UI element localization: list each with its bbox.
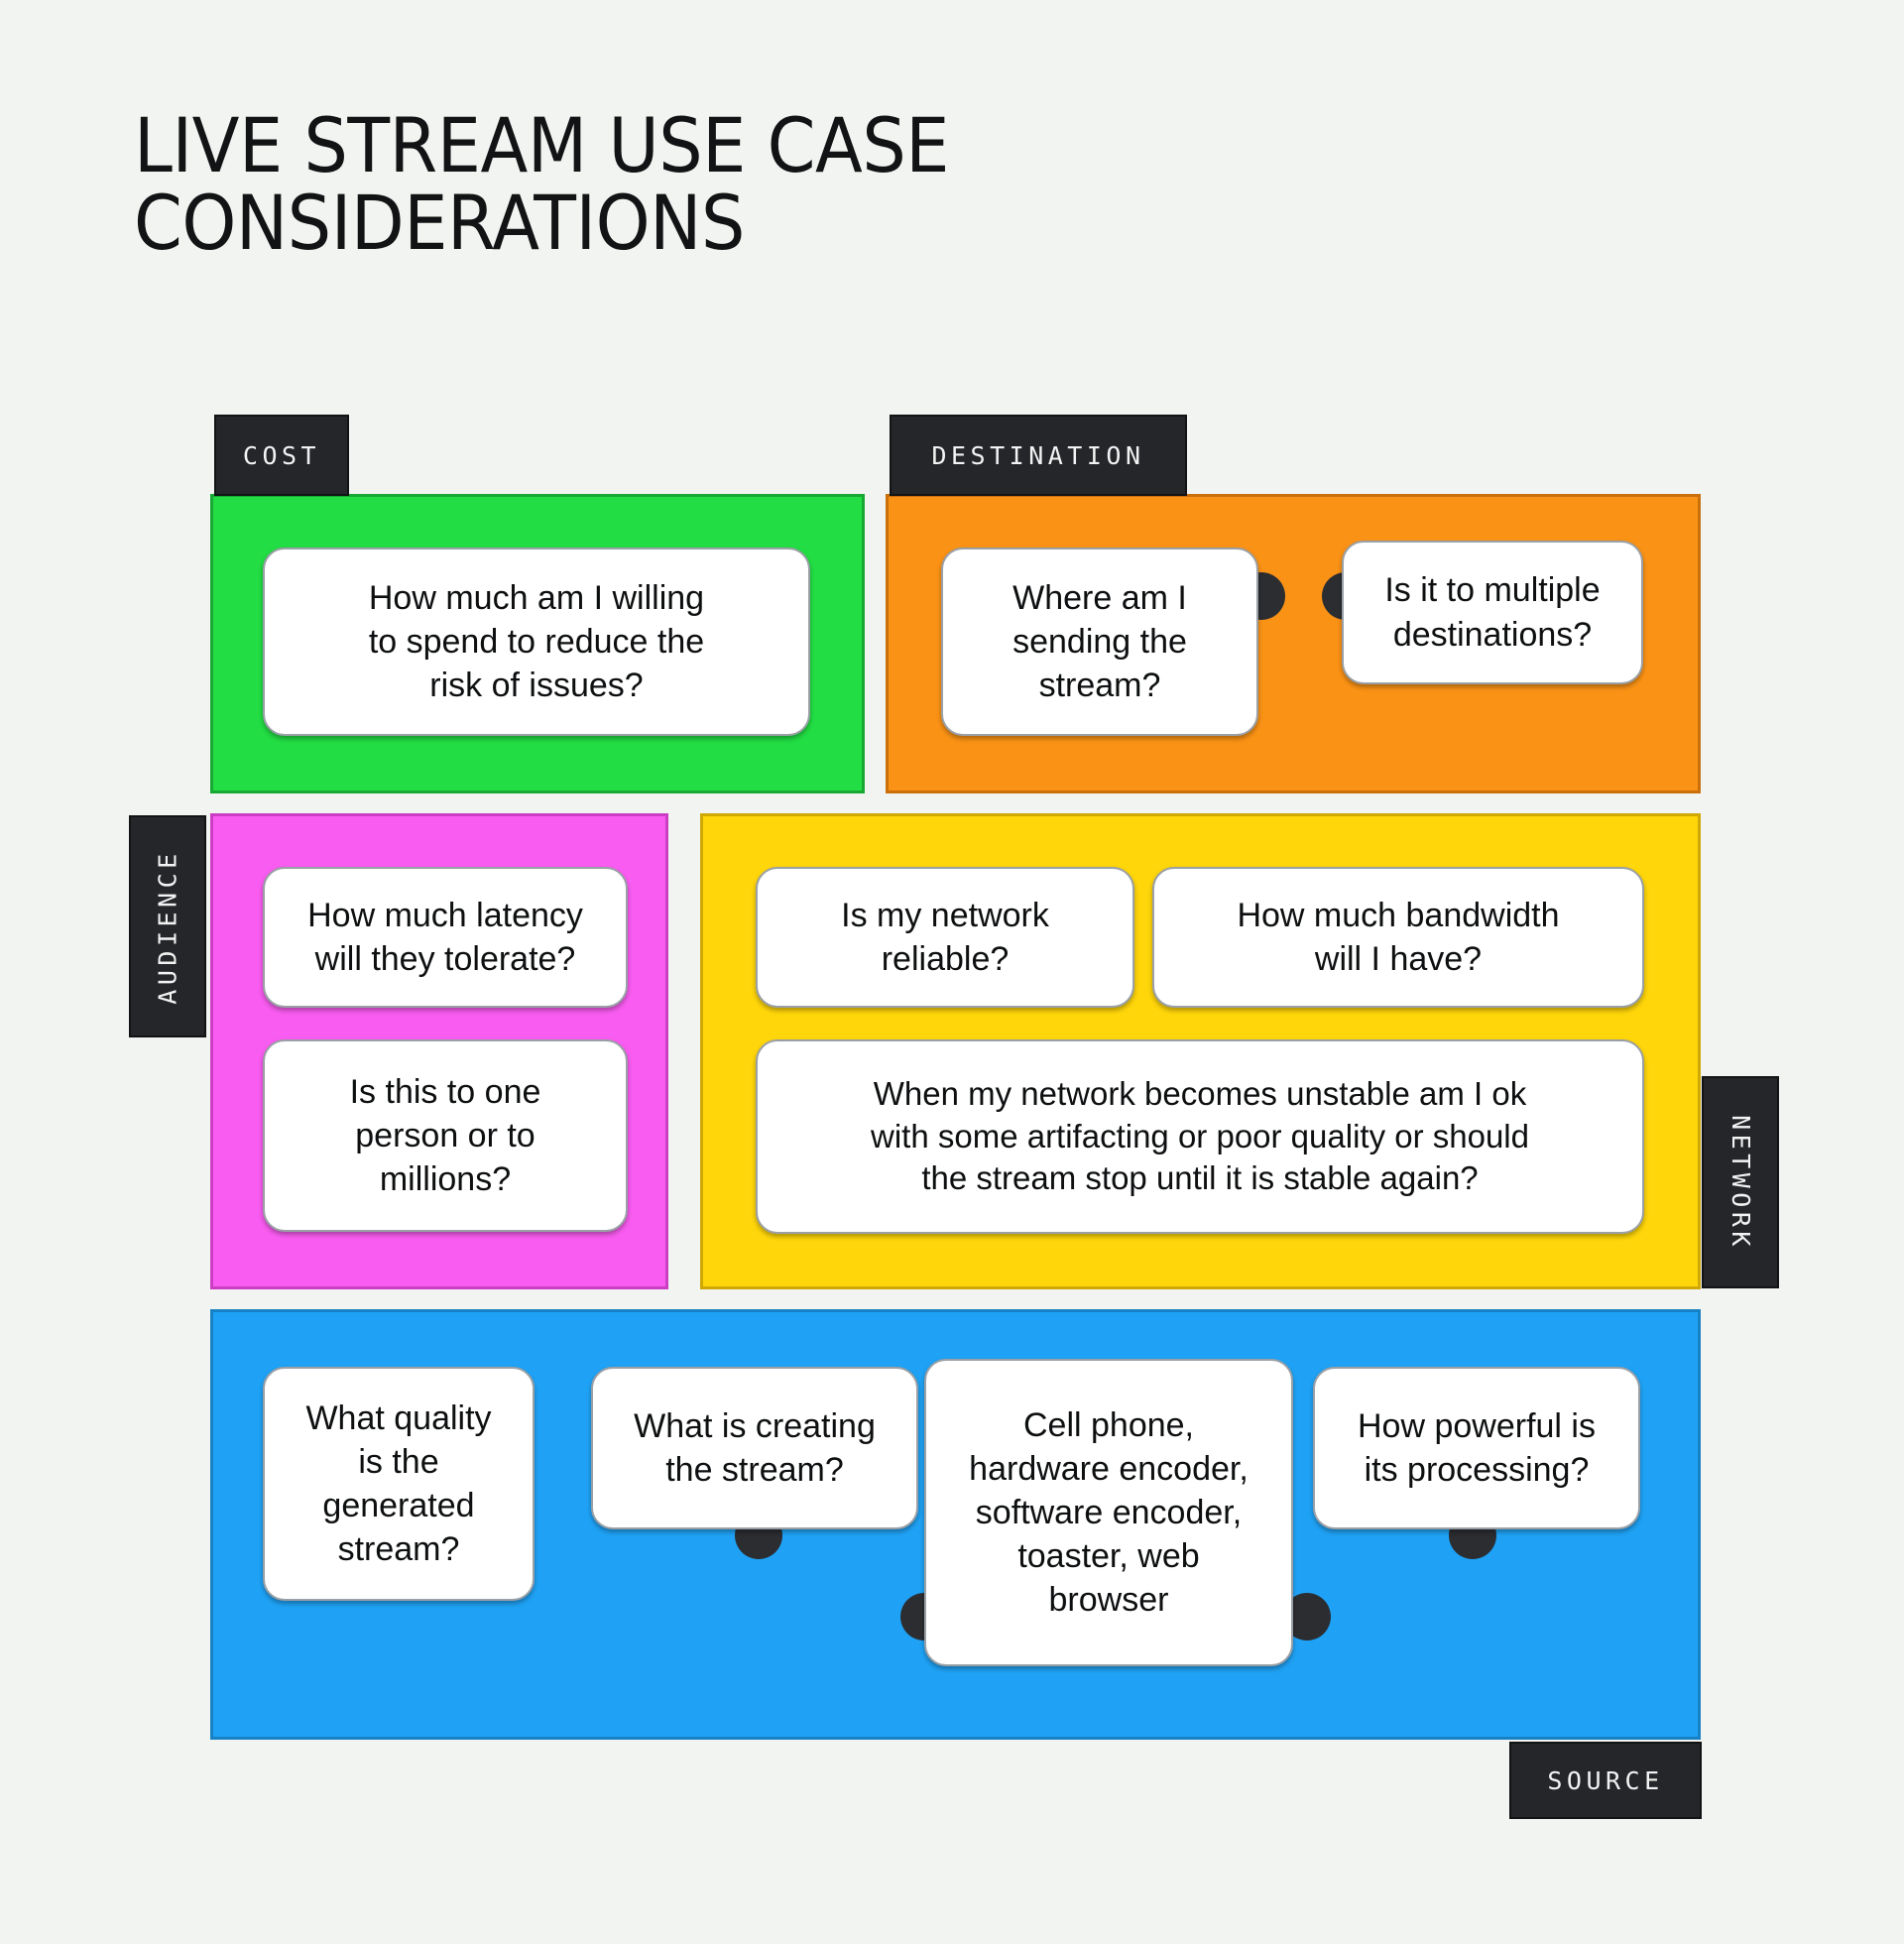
card-audience-latency: How much latency will they tolerate? — [263, 867, 628, 1008]
card-audience-scale: Is this to one person or to millions? — [263, 1039, 628, 1232]
card-network-unstable: When my network becomes unstable am I ok… — [756, 1039, 1644, 1234]
card-source-creating: What is creating the stream? — [591, 1367, 918, 1529]
tab-network-label: NETWORK — [1726, 1114, 1755, 1251]
card-cost-spend: How much am I willing to spend to reduce… — [263, 547, 810, 736]
tab-cost[interactable]: COST — [214, 415, 349, 496]
card-destination-multiple: Is it to multiple destinations? — [1342, 541, 1643, 684]
card-network-bandwidth: How much bandwidth will I have? — [1152, 867, 1644, 1008]
card-network-reliable: Is my network reliable? — [756, 867, 1134, 1008]
tab-audience[interactable]: AUDIENCE — [129, 815, 206, 1037]
card-destination-where: Where am I sending the stream? — [941, 547, 1258, 736]
page-title: LIVE STREAM USE CASE CONSIDERATIONS — [134, 101, 950, 268]
tab-cost-label: COST — [242, 440, 321, 470]
card-source-processing: How powerful is its processing? — [1313, 1367, 1640, 1529]
tab-audience-label: AUDIENCE — [153, 848, 182, 1005]
tab-source[interactable]: SOURCE — [1509, 1742, 1702, 1819]
card-source-devices: Cell phone, hardware encoder, software e… — [924, 1359, 1293, 1666]
tab-destination[interactable]: DESTINATION — [890, 415, 1187, 496]
tab-destination-label: DESTINATION — [931, 440, 1145, 470]
tab-network[interactable]: NETWORK — [1702, 1076, 1779, 1288]
card-source-quality: What quality is the generated stream? — [263, 1367, 535, 1601]
tab-source-label: SOURCE — [1547, 1765, 1664, 1795]
